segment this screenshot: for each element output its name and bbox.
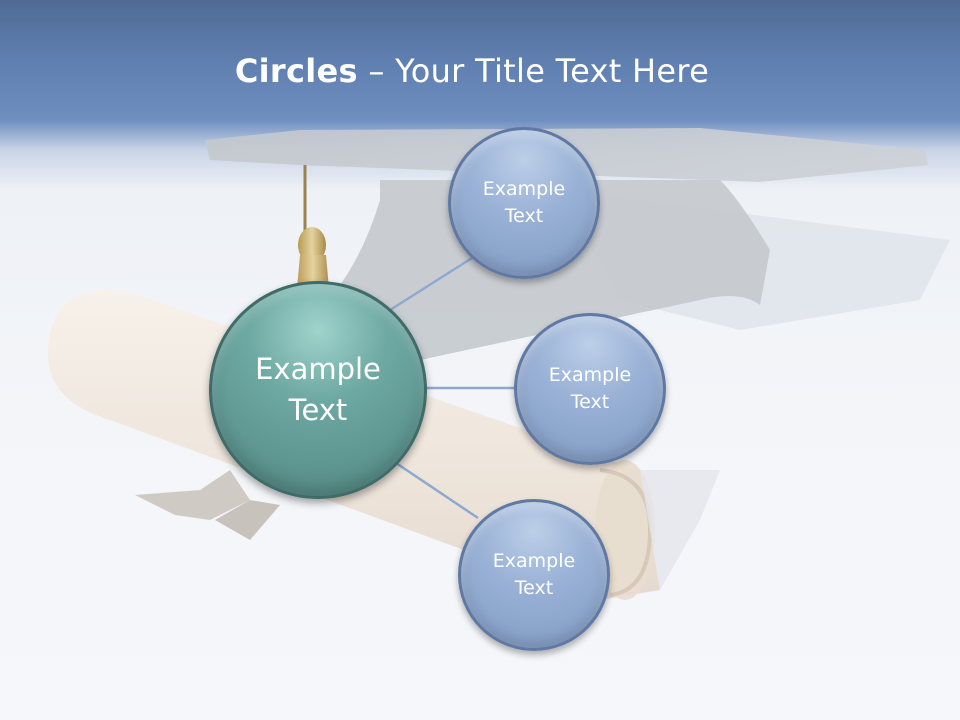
connector-line-3 — [395, 461, 479, 520]
node-circle-label: Example Text — [492, 550, 576, 599]
scroll-shadow — [640, 470, 720, 590]
node-circle-2: Example Text — [514, 313, 666, 465]
ribbon-tail-right — [215, 500, 280, 540]
node-circle-1: Example Text — [448, 127, 600, 279]
center-circle-label: Example Text — [255, 351, 381, 427]
title-rest: Your Title Text Here — [395, 52, 710, 90]
connector-line-1 — [389, 256, 473, 312]
ribbon-tail-left — [135, 470, 250, 520]
slide-title: Circles – Your Title Text Here — [0, 52, 944, 90]
title-separator: – — [357, 52, 396, 90]
title-bold: Circles — [234, 52, 358, 90]
scroll-end — [595, 460, 655, 600]
node-circle-label: Example Text — [548, 364, 632, 413]
node-circle-label: Example Text — [482, 178, 566, 227]
tassel-knot — [298, 227, 326, 263]
center-circle: Example Text — [209, 281, 427, 499]
node-circle-3: Example Text — [458, 499, 610, 651]
